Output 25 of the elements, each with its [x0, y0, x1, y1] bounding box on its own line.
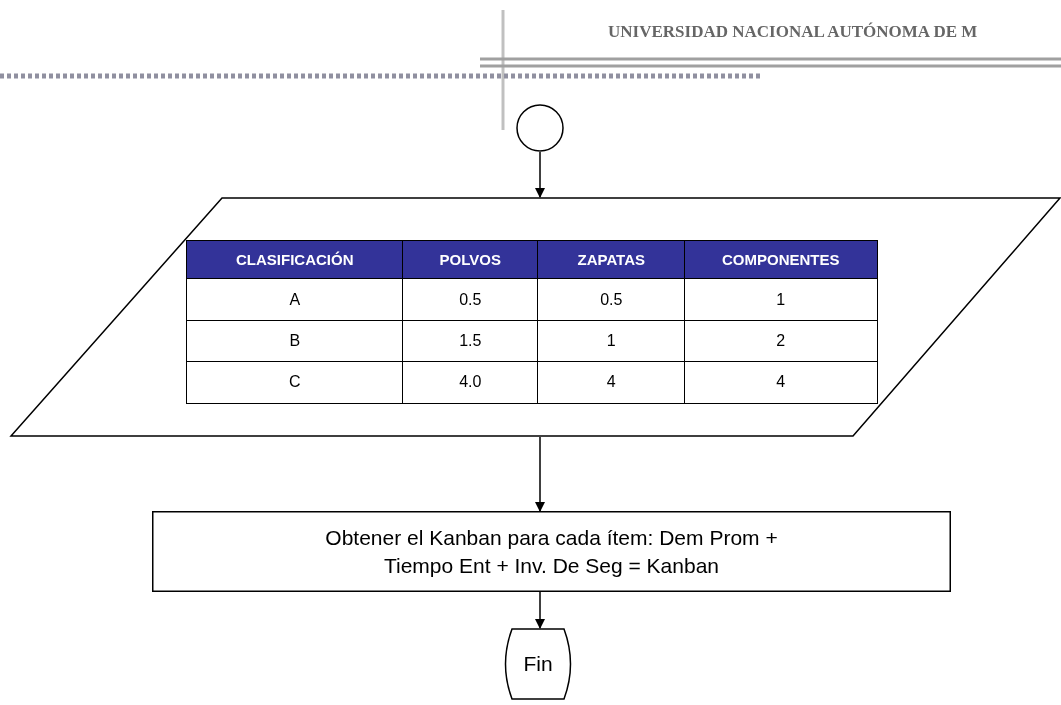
connector-circle — [516, 104, 564, 152]
table-cell: 1 — [537, 320, 686, 363]
process-box — [152, 511, 951, 592]
table-cell: 2 — [684, 320, 878, 363]
table-cell: B — [186, 320, 404, 363]
arrow — [535, 436, 545, 512]
table-header-cell: CLASIFICACIÓN — [186, 240, 404, 280]
table-cell: 0.5 — [537, 278, 686, 322]
table-cell: C — [186, 361, 404, 404]
table-header-cell: COMPONENTES — [684, 240, 878, 280]
table-cell: 4 — [537, 361, 686, 404]
table-header-cell: POLVOS — [402, 240, 539, 280]
terminal-label: Fin — [523, 651, 553, 677]
header-text: UNIVERSIDAD NACIONAL AUTÓNOMA DE M — [608, 22, 978, 42]
arrow — [535, 151, 545, 198]
table-header-cell: ZAPATAS — [537, 240, 686, 280]
table-cell: 4.0 — [402, 361, 539, 404]
table-cell: A — [186, 278, 404, 322]
arrow — [535, 591, 545, 629]
table-cell: 1 — [684, 278, 878, 322]
process-text: Obtener el Kanban para cada ítem: Dem Prom + Tiempo Ent + Inv. De Seg = Kanban — [324, 524, 779, 579]
table-cell: 0.5 — [402, 278, 539, 322]
data-parallelogram — [10, 197, 1061, 437]
table-cell: 4 — [684, 361, 878, 404]
table-cell: 1.5 — [402, 320, 539, 363]
